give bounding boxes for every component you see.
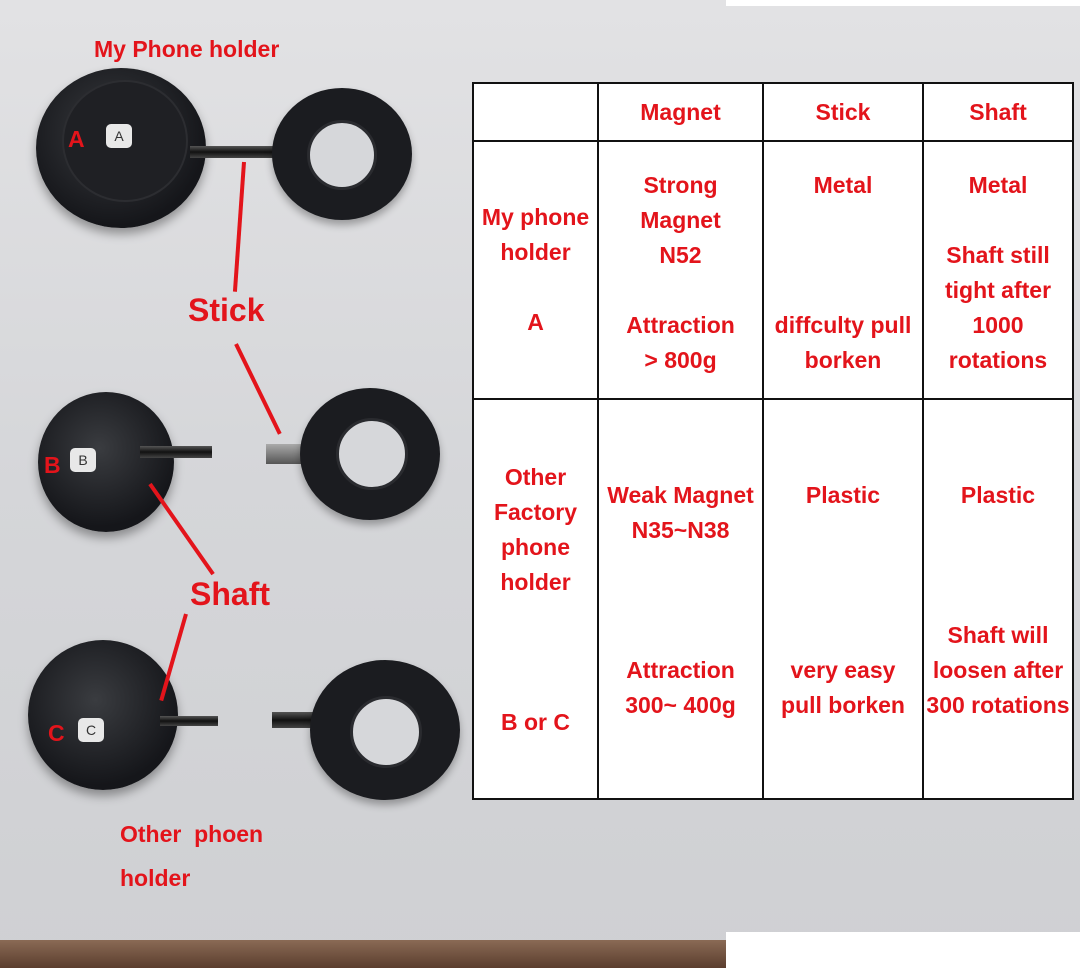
wood-floor bbox=[0, 940, 726, 968]
cell-stick: Plastic very easy pull borken bbox=[762, 398, 924, 800]
cell-magnet: Strong Magnet N52 Attraction > 800g bbox=[597, 140, 764, 400]
table-row: My phone holder A Strong Magnet N52 Attr… bbox=[472, 140, 1074, 400]
row-label: My phone holder A bbox=[472, 140, 599, 400]
label-b: B bbox=[44, 452, 61, 478]
comparison-table: Magnet Stick Shaft My phone holder A Str… bbox=[472, 82, 1074, 800]
label-other-holder: Other phoen holder bbox=[120, 821, 264, 891]
header-shaft: Shaft bbox=[922, 82, 1074, 142]
holder-a-ring-hole bbox=[307, 120, 377, 190]
holder-b-base bbox=[38, 392, 174, 532]
cell-shaft: Plastic Shaft will loosen after 300 rota… bbox=[922, 398, 1074, 800]
holder-c-ring-hole bbox=[350, 696, 422, 768]
cell-magnet: Weak Magnet N35~N38 Attraction 300~ 400g bbox=[597, 398, 764, 800]
label-stick: Stick bbox=[188, 292, 265, 328]
label-shaft: Shaft bbox=[190, 576, 270, 612]
white-margin bbox=[726, 932, 1080, 968]
header-stick: Stick bbox=[762, 82, 924, 142]
header-magnet: Magnet bbox=[597, 82, 764, 142]
table-row: Other Factory phone holder B or C Weak M… bbox=[472, 398, 1074, 800]
label-a: A bbox=[68, 126, 85, 152]
holder-b-ring-hole bbox=[336, 418, 408, 490]
cell-shaft: Metal Shaft still tight after 1000 rotat… bbox=[922, 140, 1074, 400]
holder-c-base bbox=[28, 640, 178, 790]
holder-b-key: B bbox=[70, 448, 96, 472]
label-my-phone-holder: My Phone holder bbox=[94, 36, 280, 62]
label-c: C bbox=[48, 720, 65, 746]
holder-a-stick bbox=[190, 146, 280, 158]
row-label: Other Factory phone holder B or C bbox=[472, 398, 599, 800]
holder-b-shaft bbox=[140, 446, 212, 458]
header-empty bbox=[472, 82, 599, 142]
white-margin bbox=[726, 0, 1080, 6]
holder-a-face bbox=[62, 80, 188, 202]
table-header-row: Magnet Stick Shaft bbox=[472, 82, 1074, 142]
holder-c-key: C bbox=[78, 718, 104, 742]
cell-stick: Metal diffculty pull borken bbox=[762, 140, 924, 400]
holder-c-stick bbox=[272, 712, 316, 728]
holder-c-shaft bbox=[160, 716, 218, 726]
holder-b-stick bbox=[266, 444, 306, 464]
holder-a-key: A bbox=[106, 124, 132, 148]
